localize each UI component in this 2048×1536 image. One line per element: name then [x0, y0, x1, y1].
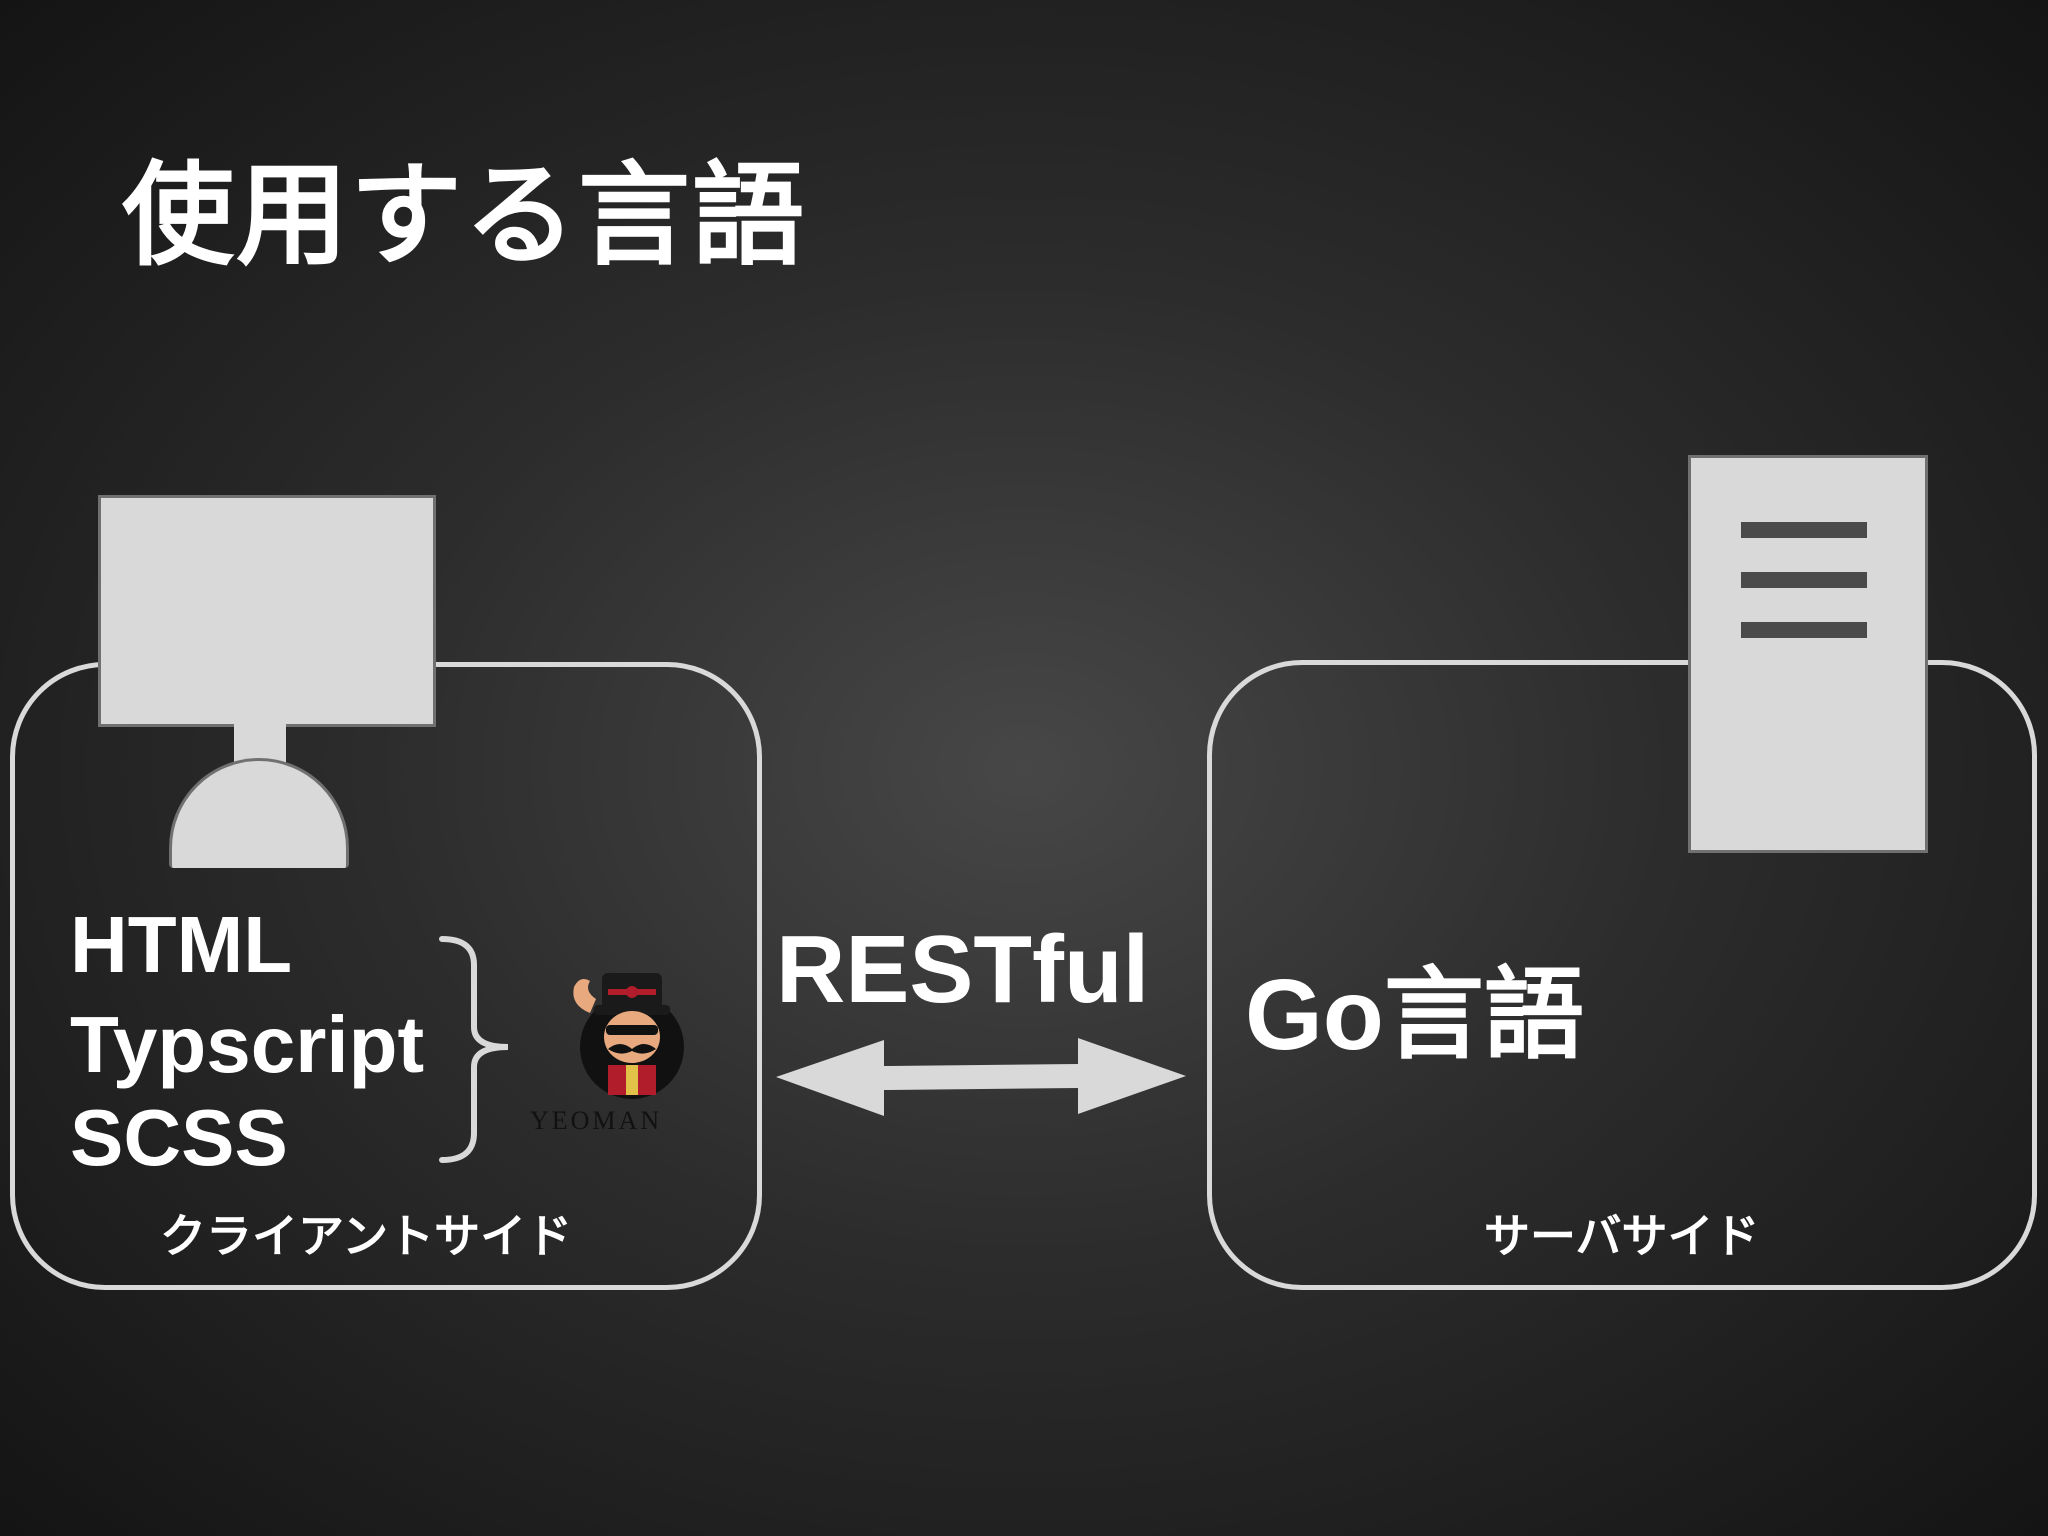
yeoman-logo-icon — [573, 973, 684, 1099]
client-language-scss: SCSS — [70, 1093, 288, 1182]
yeoman-logo-text: YEOMAN — [530, 1106, 663, 1135]
client-side-label: クライアントサイド — [160, 1210, 573, 1262]
double-arrow-icon — [776, 1038, 1186, 1116]
restful-label: RESTful — [776, 916, 1150, 1023]
server-tower-icon — [1688, 455, 1928, 853]
client-language-typescript: Typscript — [70, 1000, 425, 1089]
client-language-html: HTML — [70, 900, 293, 989]
server-language-go: Go言語 — [1245, 959, 1584, 1071]
server-side-label: サーバサイド — [1484, 1210, 1760, 1262]
server-slot-line — [1741, 572, 1867, 588]
monitor-icon — [98, 495, 436, 727]
curly-brace-icon — [439, 936, 509, 1163]
slide-title: 使用する言語 — [122, 153, 806, 278]
server-slot-line — [1741, 522, 1867, 538]
server-side-box — [1207, 660, 2037, 1290]
server-slot-line — [1741, 622, 1867, 638]
